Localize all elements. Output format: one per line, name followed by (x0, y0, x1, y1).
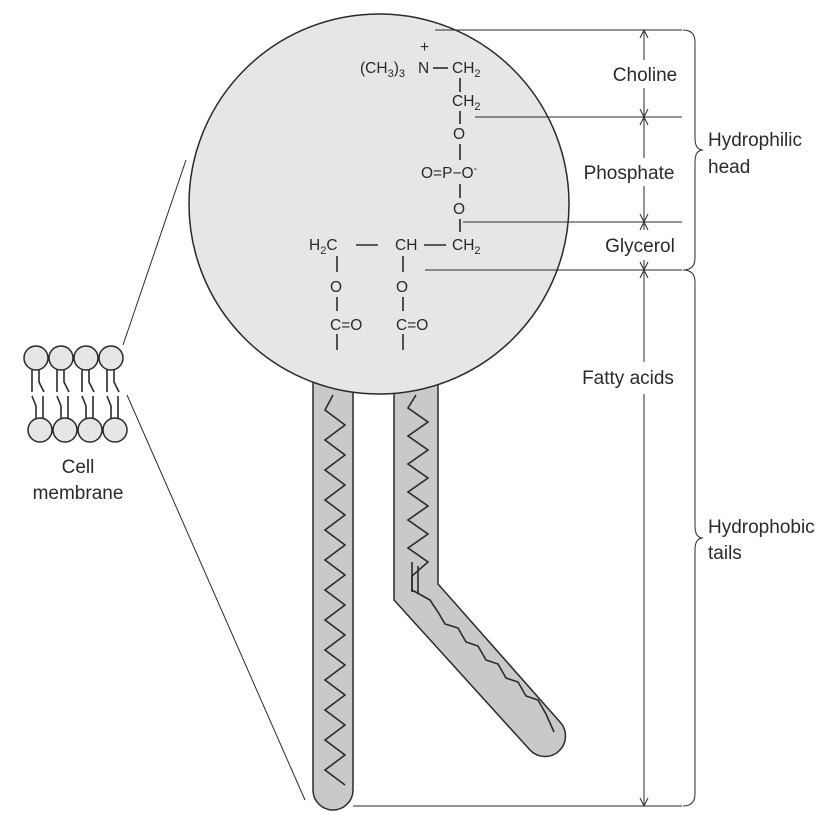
label-fatty-acids: Fatty acids (582, 368, 674, 389)
dimension-arrows (639, 28, 649, 808)
oxygen-4: O (396, 279, 408, 296)
label-hydrophobic-line1: Hydrophobic (708, 517, 815, 538)
carbonyl-1: C=O (330, 317, 362, 334)
phospholipid-head-circle (188, 13, 570, 395)
ch2-2: CH2 (452, 93, 481, 113)
chemical-structure: (CH3)3 + N CH2 CH2 O O=P−O- O H2C CH CH2… (309, 39, 481, 350)
fatty-acid-tail-left (312, 379, 354, 811)
label-hydrophilic-line2: head (708, 157, 750, 178)
label-membrane: membrane (33, 483, 124, 504)
lower-heads (27, 417, 128, 443)
label-glycerol: Glycerol (605, 236, 675, 257)
h2c-group: H2C (309, 237, 338, 257)
ch2-1: CH2 (452, 60, 481, 80)
brace-hydrophobic (682, 269, 704, 807)
label-phosphate: Phosphate (584, 163, 675, 184)
brace-hydrophilic (682, 29, 704, 271)
label-hydrophobic-line2: tails (708, 543, 742, 564)
label-cell: Cell (62, 457, 95, 478)
label-hydrophilic-line1: Hydrophilic (708, 130, 802, 151)
oxygen-3: O (330, 279, 342, 296)
label-choline: Choline (613, 65, 677, 86)
phosphate-group: O=P−O- (421, 163, 478, 182)
ch-group: CH (395, 237, 417, 254)
bilayer-icon (23, 345, 128, 443)
zoom-line-upper (122, 159, 187, 346)
trimethyl-group: (CH3)3 (360, 60, 405, 80)
n-plus-charge: + (420, 39, 429, 56)
carbonyl-2: C=O (396, 317, 428, 334)
nitrogen-atom: N (418, 60, 429, 77)
fatty-acid-tail-right (393, 379, 567, 758)
oxygen-2: O (453, 201, 465, 218)
zoom-line-lower (126, 394, 306, 801)
ch2-3: CH2 (452, 237, 481, 257)
tails (31, 370, 120, 418)
oxygen-1: O (453, 126, 465, 143)
upper-heads (23, 345, 124, 371)
